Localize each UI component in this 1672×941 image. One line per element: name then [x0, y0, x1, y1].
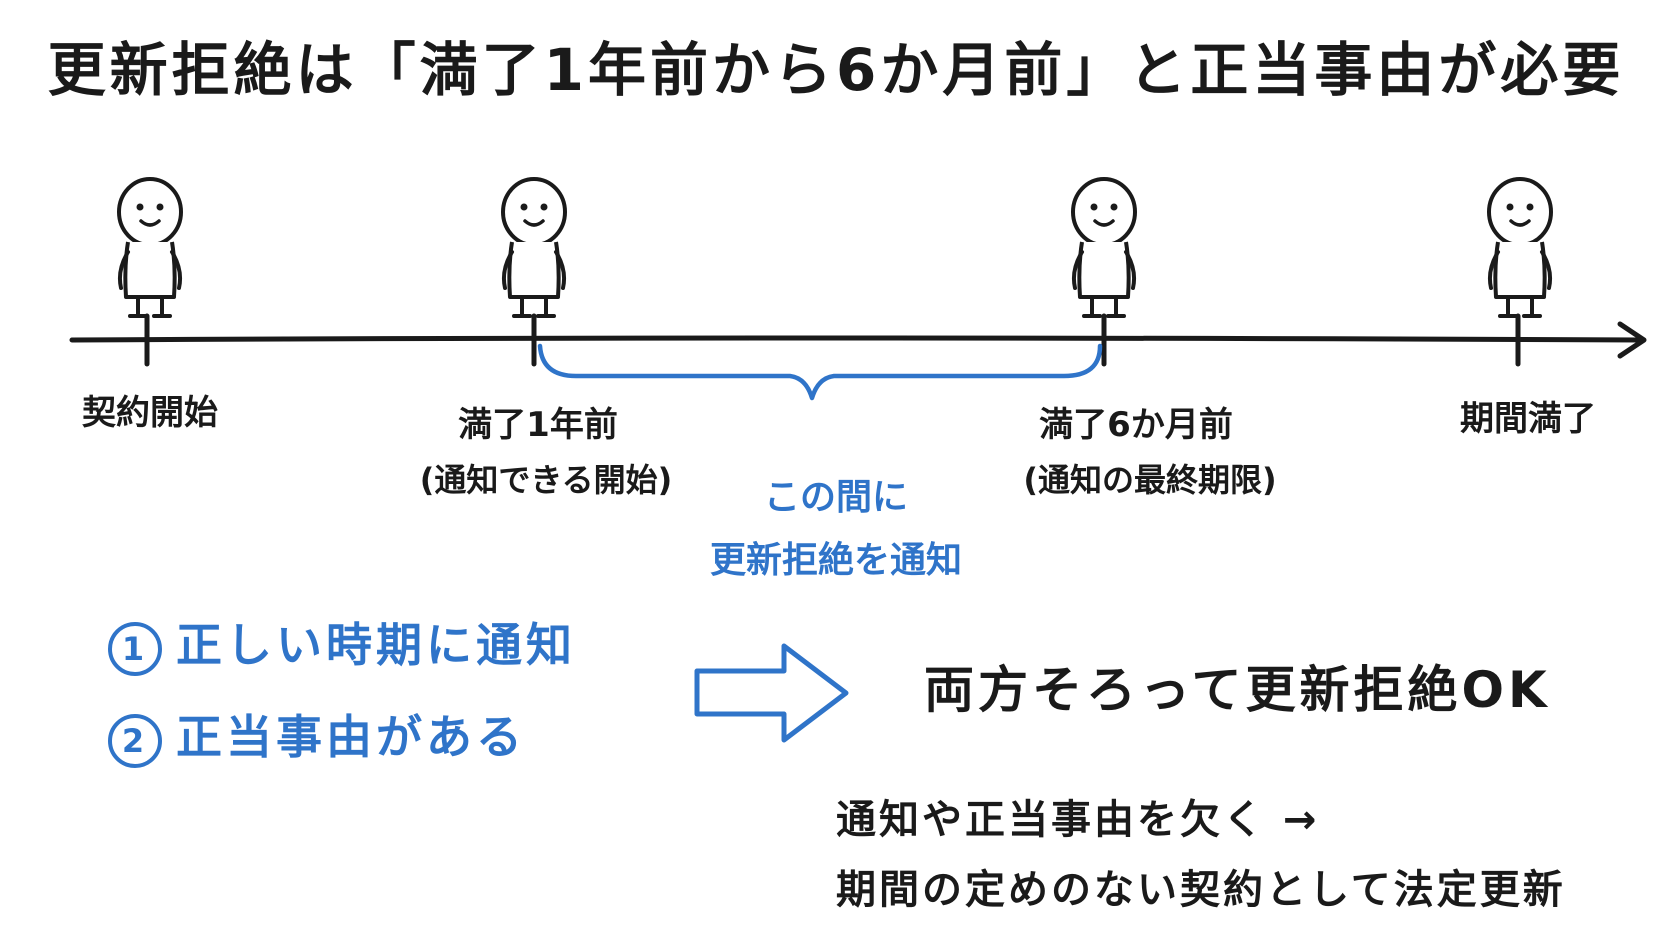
label-notice-start: (通知できる開始): [419, 461, 673, 499]
diagram-title: 更新拒絶は「満了1年前から6か月前」と正当事由が必要: [47, 36, 1625, 104]
number-2-icon: 2: [108, 713, 162, 768]
brace-caption-line2: 更新拒絶を通知: [709, 540, 963, 581]
label-contract-start: 契約開始: [82, 393, 218, 433]
person-icon: [117, 177, 183, 318]
label-term-end: 期間満了: [1460, 399, 1596, 439]
condition-1-text: 正しい時期に通知: [176, 618, 576, 672]
result-text: 両方そろって更新拒絶OK: [924, 661, 1551, 719]
condition-2: 2 正当事由がある: [108, 710, 526, 768]
condition-1: 1 正しい時期に通知: [108, 618, 576, 676]
timeline-axis: [69, 335, 1645, 343]
person-icon: [501, 177, 567, 318]
number-1-icon: 1: [108, 621, 162, 676]
person-icon: [1071, 177, 1137, 318]
label-notice-deadline: (通知の最終期限): [1023, 461, 1277, 499]
curly-brace: [537, 343, 1103, 401]
arrow-head-icon: [1617, 321, 1647, 359]
arrow-right-icon: [694, 643, 849, 743]
note-line-1: 通知や正当事由を欠く →: [836, 797, 1320, 843]
brace-caption-line1: この間に: [763, 477, 909, 518]
condition-2-text: 正当事由がある: [176, 710, 526, 764]
note-line-2: 期間の定めのない契約として法定更新: [836, 867, 1566, 913]
brace-caption: この間に 更新拒絶を通知: [710, 466, 962, 592]
label-six-months-before: 満了6か月前: [1039, 405, 1233, 445]
label-one-year-before: 満了1年前: [458, 405, 618, 445]
person-icon: [1487, 177, 1553, 318]
